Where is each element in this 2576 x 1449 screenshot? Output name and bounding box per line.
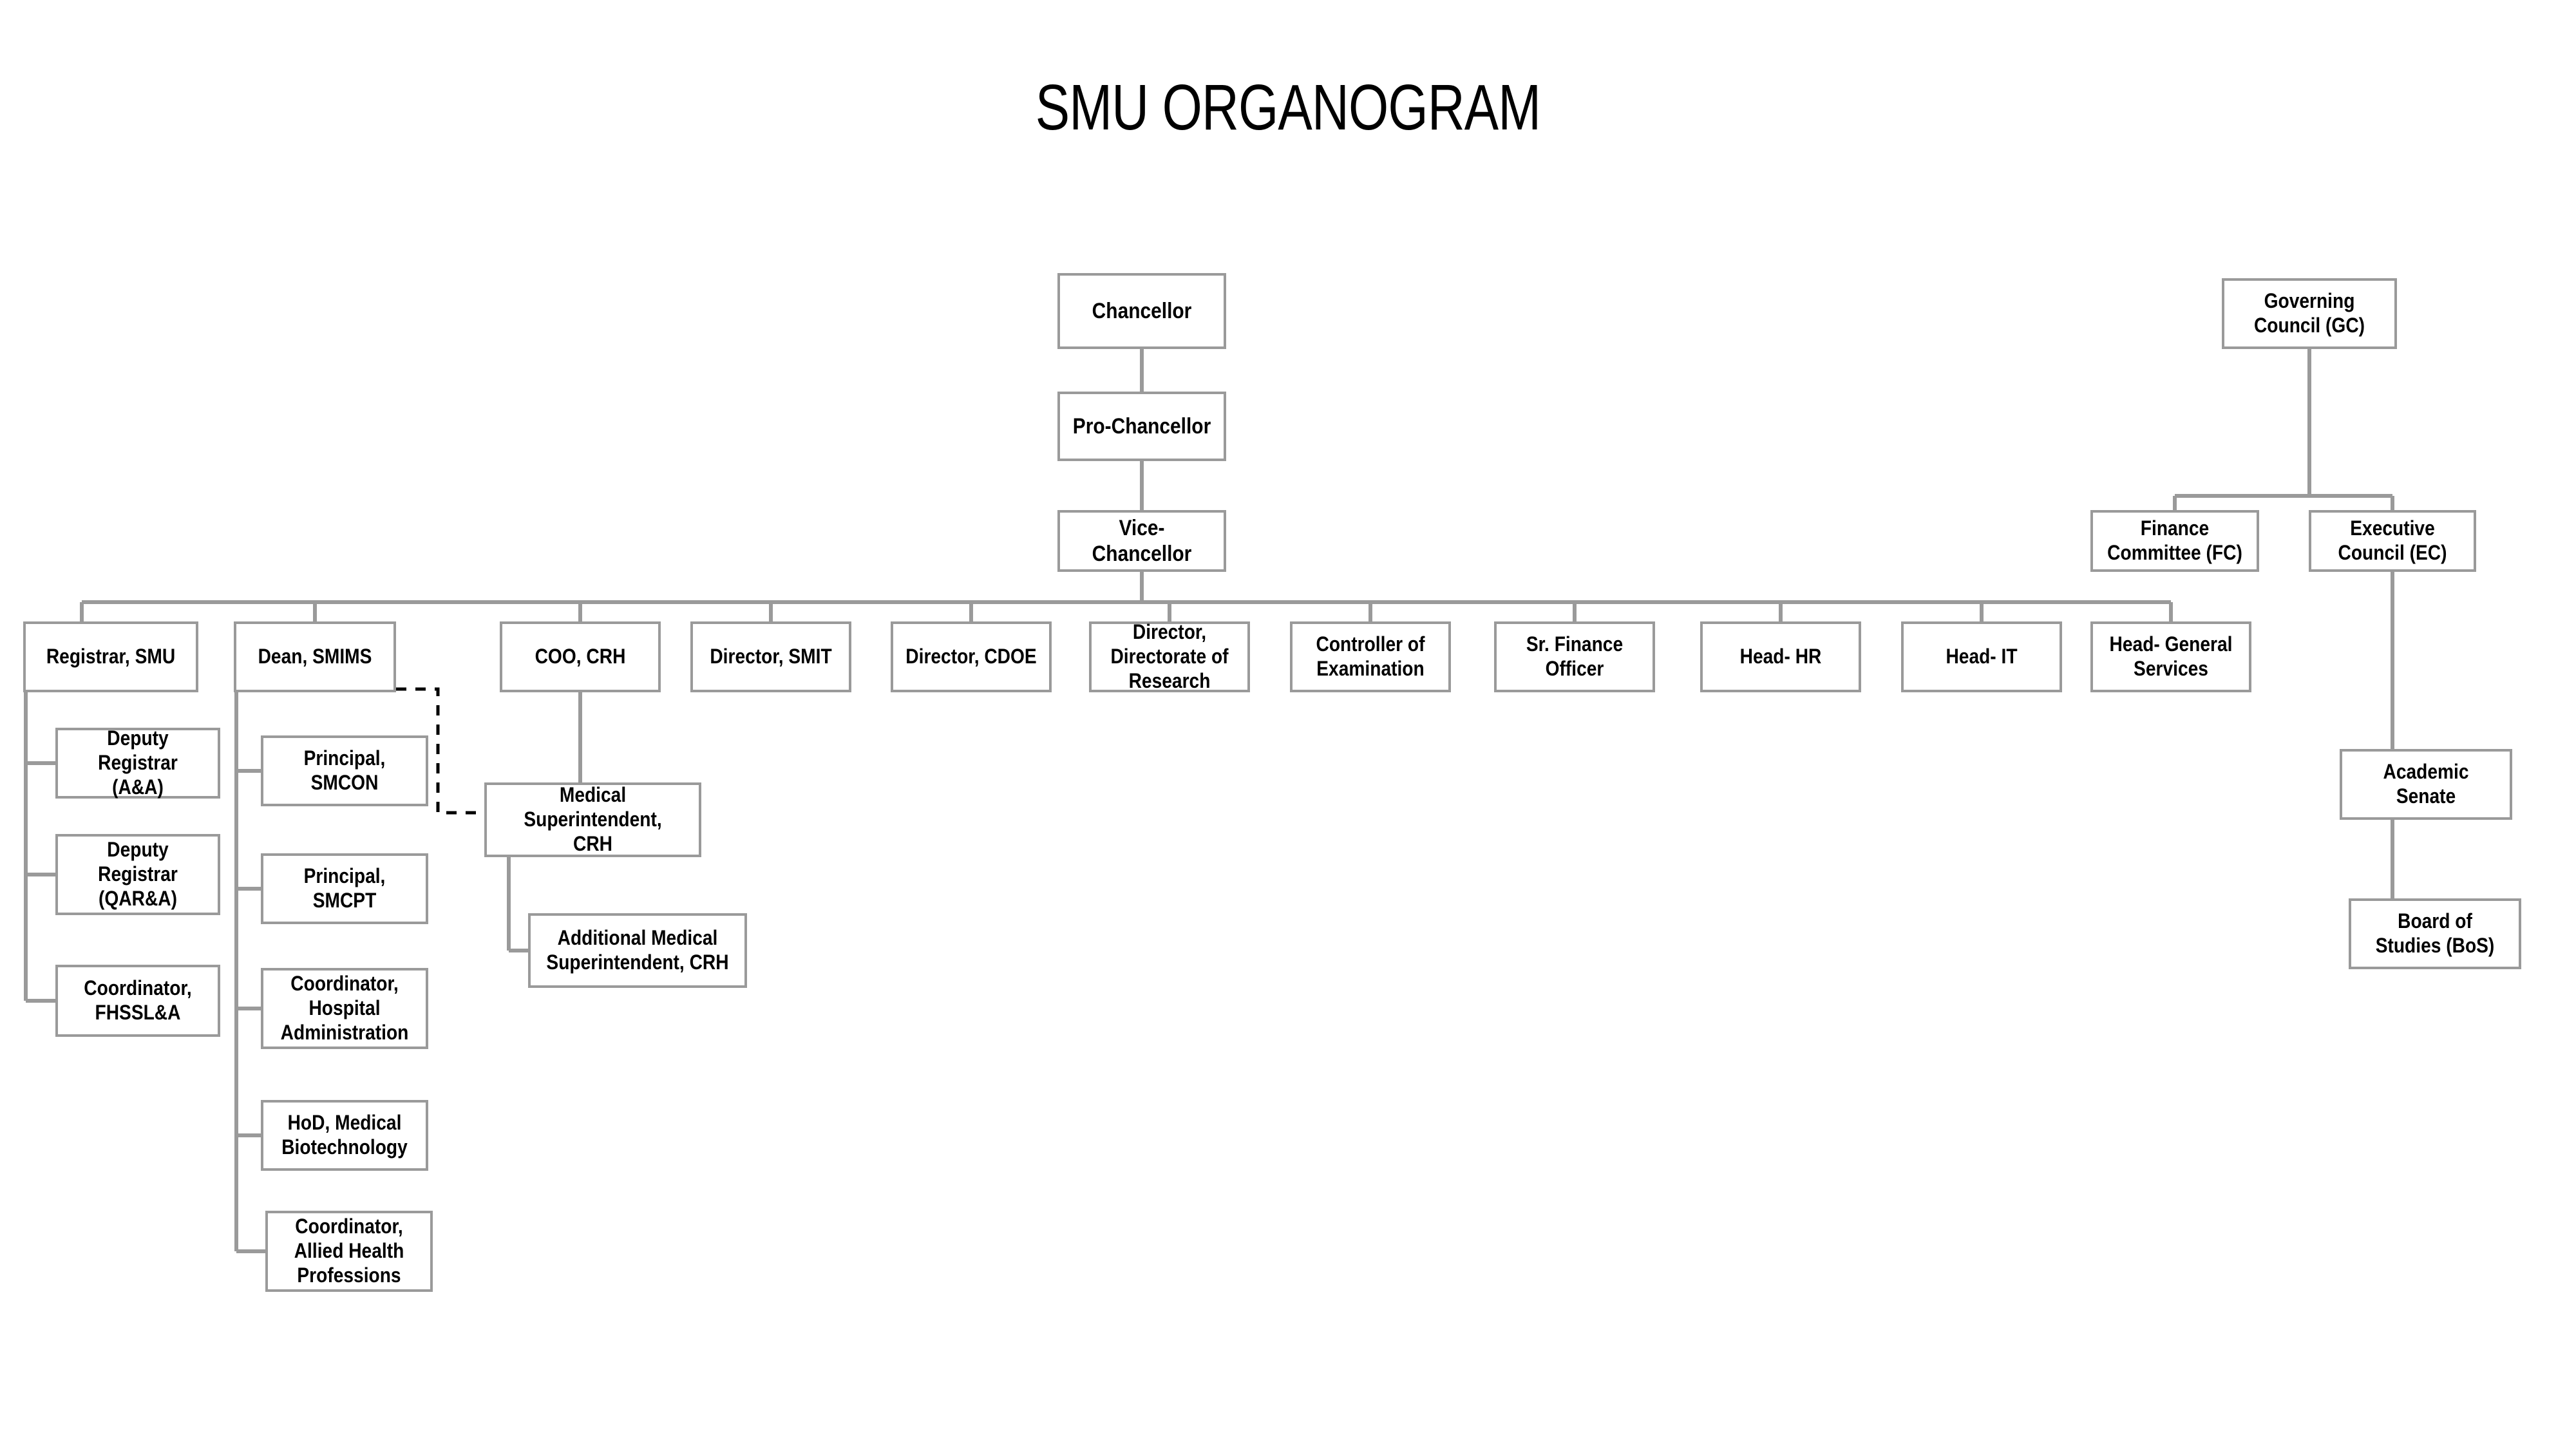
node-pro-chancellor-label: Pro-Chancellor bbox=[1072, 413, 1211, 439]
node-director-cdoe[interactable]: Director, CDOE bbox=[891, 621, 1052, 692]
node-governing-council[interactable]: Governing Council (GC) bbox=[2222, 278, 2397, 349]
node-coordinator-fhsslaa-label: Coordinator, FHSSL&A bbox=[84, 976, 192, 1024]
node-academic-senate[interactable]: Academic Senate bbox=[2340, 749, 2512, 820]
node-coordinator-allied-health-professions-label: Coordinator, Allied Health Professions bbox=[294, 1215, 404, 1287]
node-executive-council-label: Executive Council (EC) bbox=[2338, 516, 2447, 564]
node-registrar-smu[interactable]: Registrar, SMU bbox=[23, 621, 198, 692]
node-head-it-label: Head- IT bbox=[1946, 645, 2018, 668]
node-vice-chancellor[interactable]: Vice-Chancellor bbox=[1057, 510, 1226, 572]
node-head-it[interactable]: Head- IT bbox=[1901, 621, 2062, 692]
node-executive-council[interactable]: Executive Council (EC) bbox=[2309, 510, 2476, 572]
node-hod-medical-biotechnology[interactable]: HoD, Medical Biotechnology bbox=[261, 1100, 428, 1171]
node-principal-smcon[interactable]: Principal, SMCON bbox=[261, 735, 428, 806]
node-director-research[interactable]: Director, Directorate of Research bbox=[1089, 620, 1250, 692]
node-director-research-label: Director, Directorate of Research bbox=[1110, 620, 1229, 692]
node-dean-smims[interactable]: Dean, SMIMS bbox=[234, 621, 396, 692]
node-medical-superintendent-crh[interactable]: Medical Superintendent, CRH bbox=[484, 782, 701, 857]
node-chancellor[interactable]: Chancellor bbox=[1057, 273, 1226, 349]
node-deputy-registrar-aa[interactable]: Deputy Registrar (A&A) bbox=[55, 726, 220, 799]
node-additional-medical-superintendent-crh-label: Additional Medical Superintendent, CRH bbox=[546, 926, 729, 974]
node-hod-medical-biotechnology-label: HoD, Medical Biotechnology bbox=[281, 1111, 408, 1159]
node-head-hr-label: Head- HR bbox=[1739, 645, 1822, 668]
node-vice-chancellor-label: Vice-Chancellor bbox=[1092, 515, 1192, 566]
node-board-of-studies-label: Board of Studies (BoS) bbox=[2375, 909, 2495, 957]
node-finance-committee[interactable]: Finance Committee (FC) bbox=[2090, 510, 2259, 572]
node-head-general-services[interactable]: Head- General Services bbox=[2090, 621, 2251, 692]
node-additional-medical-superintendent-crh[interactable]: Additional Medical Superintendent, CRH bbox=[528, 913, 747, 988]
node-deputy-registrar-qara[interactable]: Deputy Registrar (QAR&A) bbox=[55, 834, 220, 915]
node-coordinator-allied-health-professions[interactable]: Coordinator, Allied Health Professions bbox=[265, 1211, 433, 1292]
node-principal-smcon-label: Principal, SMCON bbox=[303, 746, 386, 794]
node-sr-finance-officer[interactable]: Sr. Finance Officer bbox=[1494, 621, 1655, 692]
node-board-of-studies[interactable]: Board of Studies (BoS) bbox=[2349, 898, 2521, 969]
node-controller-examination[interactable]: Controller of Examination bbox=[1290, 621, 1451, 692]
node-registrar-smu-label: Registrar, SMU bbox=[46, 645, 176, 668]
node-chancellor-label: Chancellor bbox=[1092, 298, 1192, 323]
node-director-smit[interactable]: Director, SMIT bbox=[690, 621, 851, 692]
node-finance-committee-label: Finance Committee (FC) bbox=[2107, 516, 2242, 564]
node-coordinator-hospital-administration[interactable]: Coordinator, Hospital Administration bbox=[261, 968, 428, 1049]
node-director-smit-label: Director, SMIT bbox=[710, 645, 832, 668]
node-deputy-registrar-aa-label: Deputy Registrar (A&A) bbox=[98, 726, 178, 799]
node-dean-smims-label: Dean, SMIMS bbox=[258, 645, 372, 668]
node-principal-smcpt[interactable]: Principal, SMCPT bbox=[261, 853, 428, 924]
node-coordinator-hospital-administration-label: Coordinator, Hospital Administration bbox=[280, 972, 409, 1044]
node-academic-senate-label: Academic Senate bbox=[2383, 760, 2469, 808]
node-principal-smcpt-label: Principal, SMCPT bbox=[303, 864, 386, 912]
node-medical-superintendent-crh-label: Medical Superintendent, CRH bbox=[524, 783, 662, 855]
node-governing-council-label: Governing Council (GC) bbox=[2253, 289, 2365, 337]
node-coo-crh-label: COO, CRH bbox=[535, 645, 626, 668]
node-coordinator-fhsslaa[interactable]: Coordinator, FHSSL&A bbox=[55, 965, 220, 1037]
node-sr-finance-officer-label: Sr. Finance Officer bbox=[1526, 632, 1624, 680]
page-title: SMU ORGANOGRAM bbox=[1035, 71, 1541, 144]
node-coo-crh[interactable]: COO, CRH bbox=[500, 621, 661, 692]
node-pro-chancellor[interactable]: Pro-Chancellor bbox=[1057, 392, 1226, 461]
node-controller-examination-label: Controller of Examination bbox=[1316, 632, 1425, 680]
node-deputy-registrar-qara-label: Deputy Registrar (QAR&A) bbox=[98, 838, 178, 910]
node-head-hr[interactable]: Head- HR bbox=[1700, 621, 1861, 692]
node-head-general-services-label: Head- General Services bbox=[2109, 632, 2233, 680]
node-director-cdoe-label: Director, CDOE bbox=[905, 645, 1037, 668]
